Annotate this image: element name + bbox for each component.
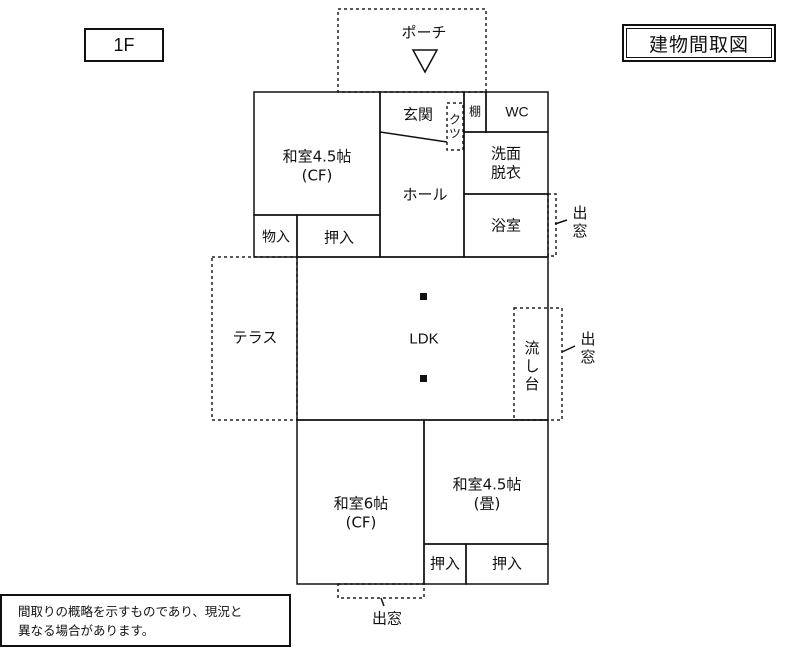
wc-label: WC xyxy=(505,103,529,120)
bath-label: 浴室 xyxy=(490,216,522,235)
plan-title: 建物間取図 xyxy=(626,28,772,58)
washitsu-window-leader xyxy=(380,597,385,607)
closet-c-room xyxy=(465,543,549,585)
closet-b-label: 押入 xyxy=(429,554,461,573)
washroom-line2: 脱衣 xyxy=(490,163,522,181)
washitsu-b-floor: (CF) xyxy=(345,513,377,531)
porch-outline xyxy=(337,8,487,93)
entry-arrow-icon xyxy=(411,49,439,74)
disclaimer-notice: 間取りの概略を示すものであり、現況と 異なる場合があります。 xyxy=(0,594,291,647)
floor-label: 1F xyxy=(84,28,164,62)
sink-char: 台 xyxy=(524,375,540,393)
entrance-step-line xyxy=(379,131,448,143)
ldk-label: LDK xyxy=(409,330,439,348)
washroom-label: 洗面 脱衣 xyxy=(491,144,521,182)
sink-window-char: 窓 xyxy=(580,348,596,366)
shoe-cabinet-char: ツ xyxy=(448,127,462,141)
sink-char: し xyxy=(524,357,540,375)
washitsu-c-name: 和室4.5帖 xyxy=(452,475,522,494)
sink-window-label: 出 窓 xyxy=(580,330,595,366)
washitsu-bay-window-outline xyxy=(337,583,425,599)
washitsu-c-floor: (畳) xyxy=(473,494,501,512)
sink-char: 流 xyxy=(524,339,540,357)
hall-label: ホール xyxy=(402,185,448,204)
sink-bay-window-outline xyxy=(513,307,563,421)
sink-window-leader xyxy=(561,345,576,353)
entrance-label: 玄関 xyxy=(402,105,434,124)
closet-c-label: 押入 xyxy=(491,554,523,573)
washitsu-a-floor: (CF) xyxy=(301,166,333,184)
washitsu-a-label: 和室4.5帖 (CF) xyxy=(283,147,352,185)
bath-window-char: 出 xyxy=(572,204,588,222)
bath-window-leader xyxy=(554,219,568,225)
sink-label: 流 し 台 xyxy=(524,339,539,393)
storage-label: 物入 xyxy=(262,229,290,246)
washitsu-b-name: 和室6帖 xyxy=(333,494,389,513)
bath-window-label: 出 窓 xyxy=(572,204,587,240)
disclaimer-line2: 異なる場合があります。 xyxy=(18,623,155,638)
shelf-label: 棚 xyxy=(468,104,482,119)
column-marker-icon xyxy=(420,293,427,300)
closet-a-label: 押入 xyxy=(323,228,355,247)
terrace-label: テラス xyxy=(232,328,278,347)
shoe-cabinet-label: ク ツ xyxy=(449,113,461,142)
washitsu-a-name: 和室4.5帖 xyxy=(282,147,352,166)
column-marker-icon xyxy=(420,375,427,382)
bath-bay-window-outline xyxy=(547,193,557,257)
washitsu-window-label: 出窓 xyxy=(371,609,403,628)
porch-label: ポーチ xyxy=(401,23,447,42)
washroom-line1: 洗面 xyxy=(490,144,522,163)
shoe-cabinet-char: ク xyxy=(448,112,462,127)
sink-window-char: 出 xyxy=(580,330,596,348)
bath-window-char: 窓 xyxy=(572,222,588,240)
disclaimer-line1: 間取りの概略を示すものであり、現況と xyxy=(18,604,243,619)
washitsu-c-label: 和室4.5帖 (畳) xyxy=(453,475,522,513)
washitsu-b-label: 和室6帖 (CF) xyxy=(334,494,389,532)
walls xyxy=(253,91,576,607)
plan-title-frame: 建物間取図 xyxy=(622,24,776,62)
shoe-cabinet-outline xyxy=(446,102,464,151)
